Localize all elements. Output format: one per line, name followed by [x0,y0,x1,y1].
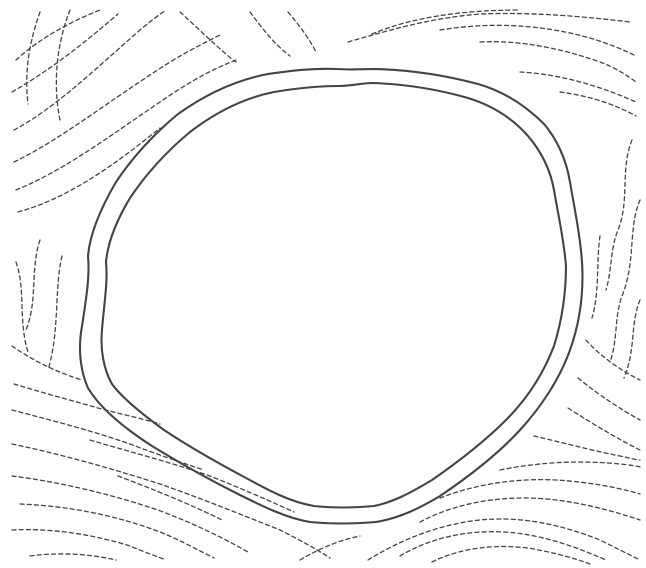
background [0,0,646,568]
boundary-flow-diagram [0,0,646,568]
figure-canvas [0,0,646,568]
